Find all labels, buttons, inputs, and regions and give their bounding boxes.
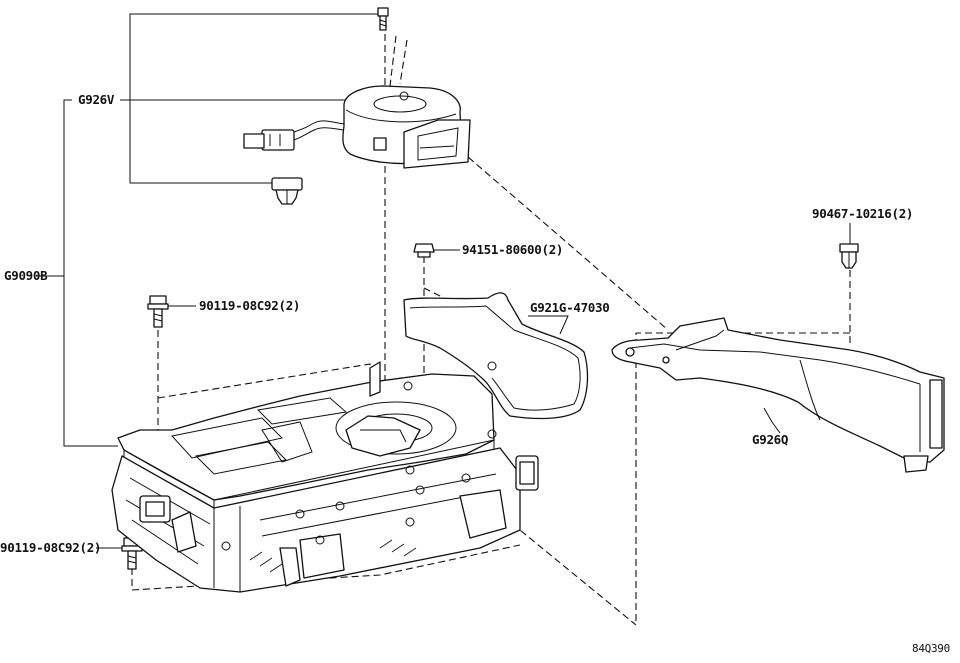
bolt-icon <box>147 295 169 328</box>
duct-g926q <box>611 317 945 473</box>
label-bolt-lower-left: 90119-08C92(2) <box>0 540 101 555</box>
label-g926v: G926V <box>78 92 115 107</box>
leader-lines <box>36 13 851 549</box>
callout-labels: G926V G9090B 90119-08C92(2) 90119-08C92(… <box>0 92 950 655</box>
label-duct-g926q: G926Q <box>752 432 788 447</box>
sensor-assembly-g926v <box>243 7 471 205</box>
label-bolt-upper-left: 90119-08C92(2) <box>199 298 300 313</box>
figure-code: 84Q390 <box>912 642 950 655</box>
label-bracket-g921g: G921G-47030 <box>530 300 609 315</box>
inverter-housing <box>111 361 539 593</box>
bracket-g921g <box>403 292 589 420</box>
label-g9090b: G9090B <box>4 268 48 283</box>
label-nut-center: 94151-80600(2) <box>462 242 563 257</box>
screw-icon <box>377 7 389 31</box>
nut-icon <box>413 243 435 258</box>
label-clip-right: 90467-10216(2) <box>812 206 913 221</box>
clip-icon <box>271 177 303 205</box>
connector-icon <box>243 129 295 151</box>
clip-icon <box>839 243 859 269</box>
